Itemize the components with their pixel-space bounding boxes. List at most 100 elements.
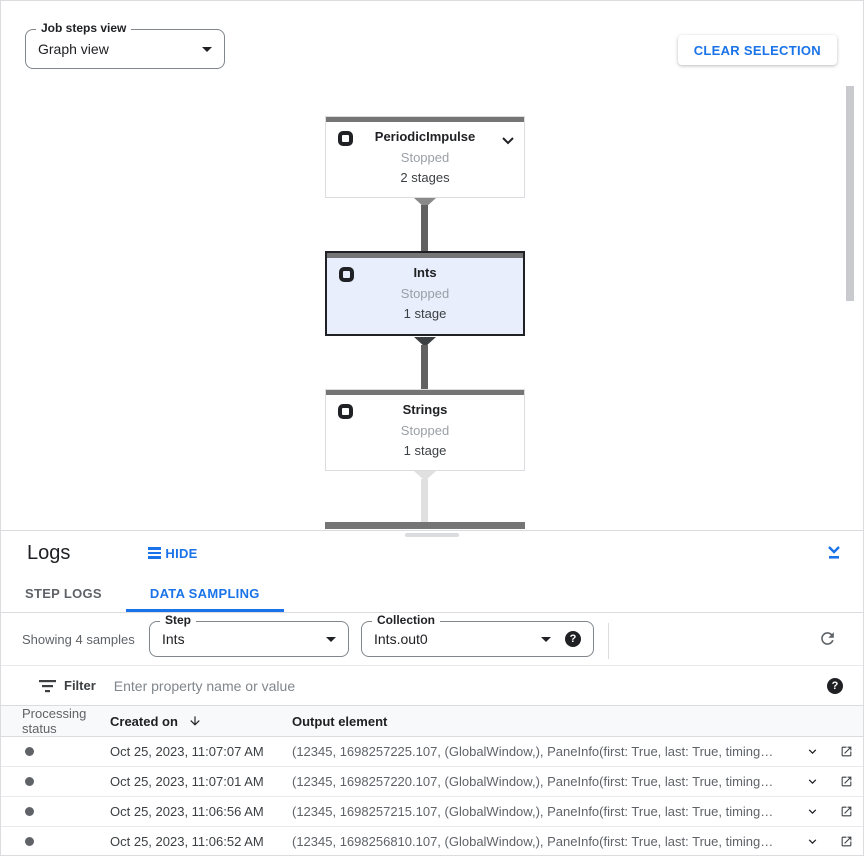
sample-row[interactable]: Oct 25, 2023, 11:06:52 AM (12345, 169825… bbox=[1, 827, 863, 855]
logs-panel: Logs HIDE STEP LOGS DATA SAMPLING Showin… bbox=[1, 530, 863, 855]
node-title: Strings bbox=[402, 402, 448, 417]
dropdown-caret-icon bbox=[541, 636, 551, 642]
hide-label: HIDE bbox=[165, 545, 198, 561]
expand-row-button[interactable] bbox=[805, 804, 820, 819]
expand-row-button[interactable] bbox=[805, 774, 820, 789]
job-steps-view-value: Graph view bbox=[38, 41, 109, 57]
collection-select-value: Ints.out0 bbox=[374, 631, 428, 647]
node-topbar bbox=[327, 253, 523, 258]
logs-header: Logs HIDE bbox=[1, 531, 863, 575]
step-select-value: Ints bbox=[162, 631, 185, 647]
step-select[interactable]: Step Ints bbox=[149, 613, 349, 657]
node-status: Stopped bbox=[400, 150, 450, 165]
refresh-icon bbox=[821, 632, 834, 645]
logs-panel-title: Logs bbox=[27, 541, 71, 564]
refresh-button[interactable] bbox=[818, 629, 837, 651]
logs-tabs: STEP LOGS DATA SAMPLING bbox=[1, 575, 863, 613]
hide-logs-button[interactable]: HIDE bbox=[148, 546, 197, 561]
chevron-down-icon[interactable] bbox=[502, 132, 514, 150]
filter-icon bbox=[39, 679, 56, 692]
composite-step-icon bbox=[338, 131, 353, 146]
col-processing-status: Processing status bbox=[22, 706, 87, 736]
clear-selection-button[interactable]: CLEAR SELECTION bbox=[677, 35, 837, 65]
tab-step-logs[interactable]: STEP LOGS bbox=[25, 586, 102, 601]
composite-step-icon bbox=[339, 267, 354, 282]
expand-row-button[interactable] bbox=[805, 744, 820, 759]
open-in-new-button[interactable] bbox=[840, 745, 853, 758]
hide-panel-icon bbox=[148, 547, 162, 559]
toolbar-divider bbox=[608, 623, 609, 659]
processing-status-dot bbox=[25, 746, 34, 756]
step-select-label: Step bbox=[160, 613, 197, 627]
collection-select-label: Collection bbox=[372, 613, 441, 627]
sample-row[interactable]: Oct 25, 2023, 11:06:56 AM (12345, 169825… bbox=[1, 797, 863, 827]
sample-row[interactable]: Oct 25, 2023, 11:07:01 AM (12345, 169825… bbox=[1, 767, 863, 797]
node-topbar bbox=[326, 117, 524, 122]
created-on-cell: Oct 25, 2023, 11:06:56 AM bbox=[110, 804, 264, 819]
col-created-on-label: Created on bbox=[110, 713, 178, 729]
edge-arrow-icon bbox=[414, 471, 436, 481]
output-element-cell: (12345, 1698256810.107, (GlobalWindow,),… bbox=[292, 834, 774, 849]
processing-status-dot bbox=[25, 776, 34, 786]
created-on-cell: Oct 25, 2023, 11:07:07 AM bbox=[110, 744, 264, 759]
col-output-element: Output element bbox=[292, 713, 388, 729]
output-element-cell: (12345, 1698257220.107, (GlobalWindow,),… bbox=[292, 774, 774, 789]
processing-status-dot bbox=[25, 806, 34, 816]
open-in-new-button[interactable] bbox=[840, 835, 853, 848]
node-status: Stopped bbox=[400, 286, 450, 301]
node-stages: 1 stage bbox=[403, 306, 447, 321]
edge-arrow-icon bbox=[414, 198, 436, 208]
graph-node-ints[interactable]: Ints Stopped 1 stage bbox=[325, 251, 525, 336]
sample-row[interactable]: Oct 25, 2023, 11:07:07 AM (12345, 169825… bbox=[1, 737, 863, 767]
edge-arrow-icon bbox=[414, 337, 436, 347]
job-steps-view-select[interactable]: Job steps view Graph view bbox=[25, 21, 225, 69]
filter-bar: Filter ? bbox=[1, 666, 863, 706]
edge-ints-strings bbox=[421, 345, 428, 390]
node-status: Stopped bbox=[400, 423, 450, 438]
composite-step-icon bbox=[338, 404, 353, 419]
open-in-new-button[interactable] bbox=[840, 805, 853, 818]
collection-help-icon[interactable]: ? bbox=[565, 631, 581, 647]
edge-strings-next bbox=[421, 479, 428, 523]
edge-periodicimpulse-ints bbox=[421, 205, 428, 252]
collapse-panel-button[interactable] bbox=[823, 542, 845, 565]
graph-node-periodicimpulse[interactable]: PeriodicImpulse Stopped 2 stages bbox=[325, 116, 525, 198]
panel-resize-handle[interactable] bbox=[405, 533, 459, 537]
chevron-down-icon bbox=[808, 779, 816, 784]
job-steps-view-label: Job steps view bbox=[36, 21, 132, 35]
open-in-new-button[interactable] bbox=[840, 775, 853, 788]
open-in-new-icon bbox=[841, 836, 851, 847]
filter-label: Filter bbox=[64, 678, 96, 693]
sampling-toolbar: Showing 4 samples Step Ints Collection I… bbox=[1, 613, 863, 666]
processing-status-dot bbox=[25, 836, 34, 846]
expand-row-button[interactable] bbox=[805, 834, 820, 849]
node-title: PeriodicImpulse bbox=[374, 129, 476, 144]
collapse-down-icon bbox=[828, 545, 840, 559]
node-topbar bbox=[326, 390, 524, 395]
table-header: Processing status Created on Output elem… bbox=[1, 706, 863, 737]
chevron-down-icon bbox=[808, 839, 816, 844]
tab-data-sampling[interactable]: DATA SAMPLING bbox=[125, 575, 284, 612]
sort-descending-icon[interactable] bbox=[188, 714, 202, 728]
filter-help-icon[interactable]: ? bbox=[827, 677, 843, 694]
collection-select[interactable]: Collection Ints.out0 ? bbox=[361, 613, 594, 657]
open-in-new-icon bbox=[841, 806, 851, 817]
clipped-node-topbar bbox=[325, 522, 525, 529]
node-stages: 1 stage bbox=[403, 443, 447, 458]
showing-samples-text: Showing 4 samples bbox=[22, 631, 135, 647]
node-title: Ints bbox=[413, 265, 437, 280]
graph-node-strings[interactable]: Strings Stopped 1 stage bbox=[325, 389, 525, 471]
open-in-new-icon bbox=[841, 776, 851, 787]
col-created-on[interactable]: Created on bbox=[110, 714, 292, 729]
chevron-down-icon bbox=[808, 809, 816, 814]
output-element-cell: (12345, 1698257215.107, (GlobalWindow,),… bbox=[292, 804, 774, 819]
created-on-cell: Oct 25, 2023, 11:07:01 AM bbox=[110, 774, 264, 789]
open-in-new-icon bbox=[841, 746, 851, 757]
node-stages: 2 stages bbox=[400, 170, 450, 185]
filter-input[interactable] bbox=[113, 677, 827, 694]
chevron-down-icon bbox=[808, 749, 816, 754]
dropdown-caret-icon bbox=[326, 636, 336, 642]
graph-vertical-scrollbar[interactable] bbox=[846, 86, 854, 301]
output-element-cell: (12345, 1698257225.107, (GlobalWindow,),… bbox=[292, 744, 774, 759]
